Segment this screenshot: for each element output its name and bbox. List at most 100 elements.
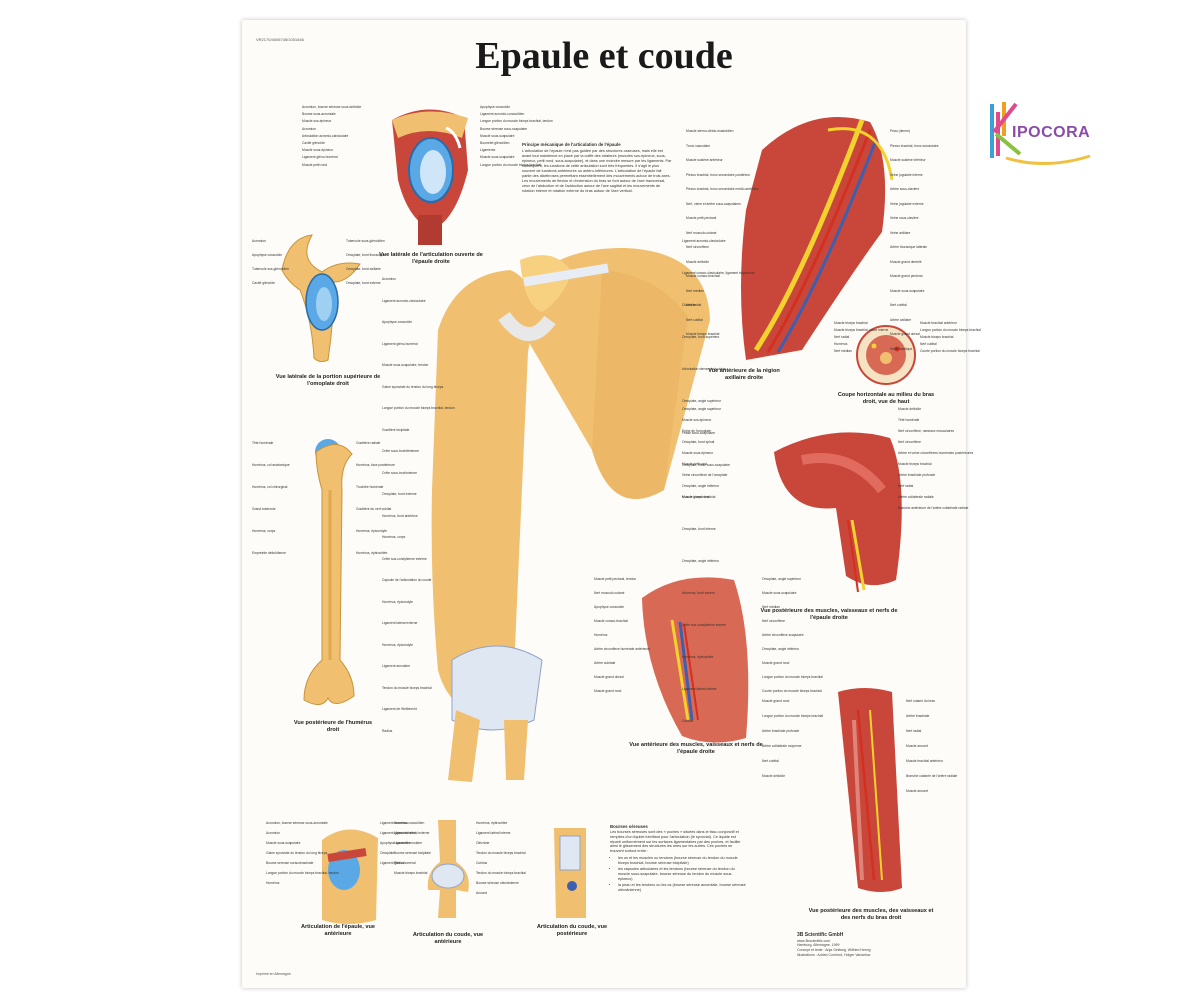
- anatomy-label: Nerf radial: [834, 335, 850, 339]
- anatomy-label: Ligament gléno-huméral: [302, 155, 338, 160]
- anatomy-label: Omoplate, angle supérieur: [682, 407, 721, 411]
- scapula-lateral-illustration: [281, 234, 361, 363]
- lateral-open-shoulder-illustration: [392, 109, 468, 245]
- anatomy-label: Nerf radial: [906, 729, 922, 733]
- anatomy-label: Muscle petit rond: [682, 462, 708, 466]
- anatomy-label: Veine jugulaire interne: [890, 172, 923, 177]
- anatomy-label: Ligament acromio-claviculaire: [682, 239, 726, 243]
- anatomy-label: Ligament de Weitbrecht: [382, 707, 417, 711]
- anatomy-label: Veine axillaire: [890, 230, 911, 235]
- anatomy-label: Acromion: [266, 831, 280, 835]
- anatomy-label: Articulation acromio-claviculaire: [302, 133, 349, 138]
- anatomy-label: Ligament latéral externe: [394, 831, 430, 835]
- anatomy-label: Nerf cutané du bras: [906, 699, 935, 703]
- anatomy-label: Muscle sous-épineux: [682, 451, 713, 455]
- anatomy-label: Omoplate, angle inférieur: [682, 559, 720, 563]
- anatomy-label: Humérus, col chirurgical: [252, 485, 288, 489]
- anatomy-label: Apophyse coracoïde: [380, 841, 411, 845]
- anatomy-label: Artère sous-clavière: [890, 187, 920, 191]
- anatomy-label: Ligament latéral externe: [382, 621, 418, 625]
- bursa-section: Bourses séreuses Les bourses séreuses so…: [610, 824, 746, 894]
- anatomy-label: Humérus, bord interne: [682, 591, 715, 595]
- anatomy-label: Gouttière du nerf cubital: [356, 507, 392, 511]
- anatomy-label: Ligament annulaire: [394, 841, 423, 845]
- poster-title: Epaule et coude: [475, 35, 733, 77]
- bursa-item: la peau et les tendons ou les os (bourse…: [618, 883, 746, 893]
- anatomy-label: Nerf circonflexe: [762, 619, 785, 623]
- anatomy-label: Epine de l'omoplate: [682, 429, 711, 433]
- anatomy-label: Peau (derme): [890, 129, 911, 133]
- anatomy-label: Cavité glénoïde: [252, 281, 275, 285]
- anatomy-label: Artère thoracique latérale: [890, 245, 928, 249]
- anatomy-label: Muscle sus-épineux: [682, 418, 712, 422]
- anatomy-label: Humérus, corps: [252, 529, 276, 533]
- anatomy-label: Crête sous-trochitérienne: [382, 449, 420, 453]
- anatomy-poster: VR2170/4006745/1001646 Epaule et coude: [242, 20, 981, 988]
- anatomy-label: Nerf circonflexe, rameaux musculaires: [898, 429, 955, 433]
- anatomy-label: Apophyse coracoïde: [252, 253, 283, 257]
- anatomy-label: Radius: [382, 728, 393, 733]
- anatomy-label: Plexus brachial, tronc secondaire médio-…: [686, 187, 759, 191]
- anatomy-label: Nerf cubital: [890, 303, 907, 307]
- anatomy-label: Humérus, épicondyle: [356, 529, 387, 533]
- caption-humerus-posterior: Vue postérieure de l'humérus droit: [293, 720, 373, 733]
- anatomy-label: Longue portion du muscle biceps brachial…: [382, 406, 455, 410]
- horizontal-cut-illustration: [856, 325, 916, 385]
- anatomy-label: Ligament acromio-claviculaire: [382, 298, 426, 303]
- anatomy-label: Trochlée humérale: [356, 485, 384, 489]
- anatomy-label: Omoplate, angle inférieur: [762, 647, 800, 651]
- publisher-line: Illustrations : Adrian Cornford, Holger …: [797, 952, 871, 957]
- anatomy-label: Muscle grand dorsal: [890, 332, 920, 336]
- anatomy-label: Muscle grand dorsal: [594, 675, 624, 679]
- anatomy-label: Omoplate, angle supérieur: [762, 577, 801, 581]
- anatomy-label: Anconé: [476, 891, 488, 895]
- anatomy-label: Plexus brachial, tronc secondaire postér…: [686, 172, 751, 177]
- anatomy-label: Ligament gléno-huméral: [382, 341, 418, 346]
- caption-posterior-arm: Vue postérieure des muscles, des vaissea…: [808, 908, 934, 921]
- bursa-item: les os et les muscles ou tendons (bourse…: [618, 856, 746, 866]
- anatomy-label: Artère axillaire: [890, 317, 912, 322]
- anatomy-label: Humérus, face postérieure: [356, 463, 395, 467]
- anatomy-label: Artère et veine circonflexes humérales p…: [898, 451, 974, 455]
- caption-lateral-open: Vue latérale de l'articulation ouverte d…: [379, 252, 483, 265]
- anatomy-label: Muscle petit pectoral, tendon: [594, 577, 637, 581]
- anatomy-label: Humérus, épicondyle: [382, 642, 413, 647]
- caption-elbow-anterior: Articulation du coude, vue antérieure: [412, 932, 484, 945]
- anatomy-label: Muscle biceps brachial: [394, 871, 428, 875]
- anatomy-label: Humérus, épicondyle: [382, 599, 413, 604]
- anatomy-label: Ligament gléno-huméral: [380, 861, 416, 865]
- anatomy-label: Ligament latéral interne: [682, 687, 717, 691]
- axillary-region-illustration: [741, 116, 894, 360]
- watermark-text: IPOCORA: [1012, 124, 1091, 141]
- anatomy-label: Muscle grand rond: [594, 689, 622, 693]
- anatomy-label: Muscle sterno-cléido-mastoïdien: [686, 129, 734, 133]
- anatomy-label: Muscle triceps brachial: [834, 321, 868, 325]
- anatomy-label: Humérus: [594, 633, 608, 637]
- anatomy-label: Nerf cubital: [920, 342, 937, 346]
- principle-title: Principe mécanique de l'articulation de …: [522, 142, 621, 147]
- anatomy-label: Tendon du muscle biceps brachial: [382, 685, 432, 690]
- anatomy-label: Muscle grand rond: [762, 661, 790, 665]
- anatomy-label: Muscle biceps brachial: [682, 495, 716, 499]
- anatomy-label: Omoplate, bord thoracique: [346, 253, 386, 257]
- anatomy-label: Apophyse coracoïde: [594, 605, 625, 609]
- anterior-shoulder-illustration: [642, 577, 749, 743]
- anatomy-label: Cavité glénoïde: [302, 141, 325, 145]
- publisher-line: Hamburg, Allemagne, 1999: [797, 943, 840, 948]
- anatomy-label: Omoplate, bord interne: [682, 527, 716, 531]
- anatomy-label: Omoplate: [380, 851, 395, 855]
- posterior-shoulder-illustration: [774, 432, 902, 593]
- anatomy-label: Artère cubitale: [594, 661, 616, 665]
- anatomy-label: Bourse séreuse bicipitale: [394, 851, 431, 855]
- anatomy-illustrations: [281, 109, 916, 924]
- anatomy-label: Apophyse coracoïde: [480, 105, 511, 109]
- anatomy-label: Radius: [394, 861, 405, 865]
- anatomy-label: Capsule de l'articulation du coude: [382, 578, 432, 582]
- anatomy-label: Muscle petit rond: [302, 162, 328, 167]
- anatomy-label: Ligaments: [480, 148, 496, 153]
- anatomy-label: Apophyse coracoïde: [382, 320, 413, 324]
- anatomy-label: Nerf circonflexe: [898, 440, 921, 444]
- anatomy-label: Muscle sous-épineux: [302, 148, 333, 153]
- ipocora-logo-icon: [990, 102, 1091, 165]
- publisher-line: www.3bscientific.com: [797, 938, 831, 943]
